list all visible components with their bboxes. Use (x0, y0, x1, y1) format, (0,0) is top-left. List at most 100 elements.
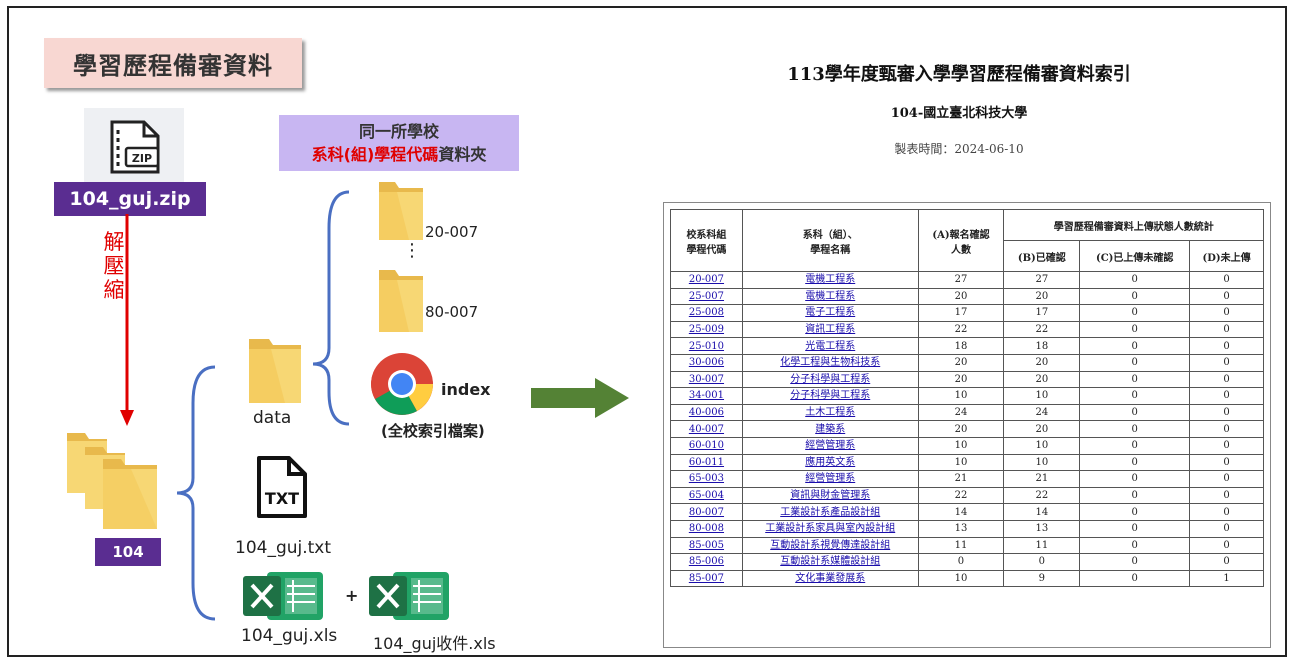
cell-name[interactable]: 資訊工程系 (741, 320, 919, 339)
cell-name[interactable]: 分子科學與工程系 (741, 387, 919, 405)
cell-code-link[interactable]: 80-008 (688, 523, 725, 535)
cell-code[interactable]: 34-001 (670, 387, 743, 405)
cell-code-link[interactable]: 65-003 (688, 473, 725, 485)
cell-name[interactable]: 應用英文系 (741, 453, 919, 472)
cell-code-link[interactable]: 20-007 (688, 274, 725, 286)
cell-name[interactable]: 光電工程系 (741, 337, 919, 355)
cell-name-link[interactable]: 電子工程系 (805, 307, 856, 319)
cell-code[interactable]: 25-009 (670, 320, 743, 339)
cell-name-link[interactable]: 應用英文系 (805, 456, 856, 468)
cell-code-link[interactable]: 25-008 (688, 307, 725, 319)
cell-code-link[interactable]: 25-010 (688, 340, 725, 352)
cell-name-link[interactable]: 土木工程系 (805, 407, 856, 419)
cell-name-link[interactable]: 分子科學與工程系 (790, 390, 871, 402)
cell-c: 0 (1079, 353, 1191, 372)
cell-code-link[interactable]: 85-005 (688, 539, 725, 551)
cell-code-link[interactable]: 60-010 (688, 440, 725, 452)
folder-20-007-icon (379, 182, 423, 240)
cell-code[interactable]: 40-007 (670, 420, 743, 438)
cell-code[interactable]: 60-010 (670, 436, 743, 455)
cell-b: 18 (1003, 337, 1081, 355)
cell-name-link[interactable]: 化學工程與生物科技系 (780, 357, 881, 369)
header-a: (A)報名確認 人數 (917, 209, 1005, 272)
cell-code-link[interactable]: 80-007 (688, 506, 725, 518)
cell-name[interactable]: 土木工程系 (741, 403, 919, 422)
cell-code[interactable]: 65-003 (670, 470, 743, 488)
cell-code[interactable]: 40-006 (670, 403, 743, 422)
cell-code-link[interactable]: 65-004 (688, 490, 725, 502)
cell-code[interactable]: 30-006 (670, 353, 743, 372)
cell-name-link[interactable]: 文化事業發展系 (795, 572, 866, 584)
brace-main (176, 365, 216, 621)
cell-a: 10 (917, 453, 1005, 472)
cell-d: 0 (1189, 470, 1264, 488)
green-arrow-icon (531, 378, 629, 418)
cell-a: 24 (917, 403, 1005, 422)
cell-name[interactable]: 化學工程與生物科技系 (741, 353, 919, 372)
cell-name[interactable]: 建築系 (741, 420, 919, 438)
cell-code[interactable]: 20-007 (670, 271, 743, 289)
cell-name[interactable]: 工業設計系家具與室內設計組 (741, 519, 919, 538)
cell-name-link[interactable]: 資訊與財金管理系 (790, 490, 871, 502)
cell-code[interactable]: 60-011 (670, 453, 743, 472)
cell-name[interactable]: 互動設計系媒體設計組 (741, 553, 919, 571)
cell-code-link[interactable]: 25-007 (688, 290, 725, 302)
cell-name[interactable]: 經營管理系 (741, 470, 919, 488)
cell-name[interactable]: 文化事業發展系 (741, 569, 919, 588)
cell-name[interactable]: 分子科學與工程系 (741, 370, 919, 389)
cell-code[interactable]: 30-007 (670, 370, 743, 389)
cell-c: 0 (1079, 503, 1191, 521)
cell-code-link[interactable]: 40-007 (688, 423, 725, 435)
cell-code[interactable]: 25-008 (670, 304, 743, 322)
cell-name-link[interactable]: 資訊工程系 (805, 324, 856, 336)
cell-code-link[interactable]: 34-001 (688, 390, 725, 402)
cell-name-link[interactable]: 工業設計系家具與室內設計組 (765, 523, 896, 535)
unzip-label: 解 壓 縮 (99, 230, 129, 302)
xls-receipt-label: 104_guj收件.xls (373, 634, 496, 653)
cell-b: 20 (1003, 420, 1081, 438)
cell-name-link[interactable]: 光電工程系 (805, 340, 856, 352)
cell-name[interactable]: 互動設計系視覺傳達設計組 (741, 536, 919, 555)
cell-name-link[interactable]: 互動設計系媒體設計組 (780, 556, 881, 568)
cell-name-link[interactable]: 工業設計系產品設計組 (780, 506, 881, 518)
cell-name[interactable]: 電子工程系 (741, 304, 919, 322)
cell-code[interactable]: 80-008 (670, 519, 743, 538)
cell-d: 0 (1189, 453, 1264, 472)
cell-name-link[interactable]: 建築系 (815, 423, 846, 435)
cell-code-link[interactable]: 30-006 (688, 357, 725, 369)
header-d: (D)未上傳 (1189, 240, 1264, 272)
cell-code-link[interactable]: 25-009 (688, 324, 725, 336)
cell-code[interactable]: 85-006 (670, 553, 743, 571)
cell-name-link[interactable]: 分子科學與工程系 (790, 373, 871, 385)
cell-code[interactable]: 25-007 (670, 287, 743, 306)
cell-b: 9 (1003, 569, 1081, 588)
cell-code[interactable]: 85-005 (670, 536, 743, 555)
cell-b: 10 (1003, 436, 1081, 455)
cell-name-link[interactable]: 電機工程系 (805, 274, 856, 286)
dept-code-text: 系科(組)學程代碼 (311, 145, 439, 164)
cell-name[interactable]: 工業設計系產品設計組 (741, 503, 919, 521)
cell-code[interactable]: 25-010 (670, 337, 743, 355)
cell-name[interactable]: 電機工程系 (741, 271, 919, 289)
cell-name[interactable]: 電機工程系 (741, 287, 919, 306)
cell-c: 0 (1079, 403, 1191, 422)
cell-name-link[interactable]: 電機工程系 (805, 290, 856, 302)
txt-file-label: 104_guj.txt (235, 538, 332, 558)
cell-name[interactable]: 資訊與財金管理系 (741, 486, 919, 505)
cell-name-link[interactable]: 經營管理系 (805, 473, 856, 485)
cell-name[interactable]: 經營管理系 (741, 436, 919, 455)
cell-code-link[interactable]: 40-006 (688, 407, 725, 419)
cell-name-link[interactable]: 互動設計系視覺傳達設計組 (770, 539, 891, 551)
cell-code[interactable]: 85-007 (670, 569, 743, 588)
cell-code-link[interactable]: 30-007 (688, 373, 725, 385)
cell-code-link[interactable]: 60-011 (688, 456, 725, 468)
cell-b: 20 (1003, 353, 1081, 372)
cell-code-link[interactable]: 85-007 (688, 572, 725, 584)
cell-code[interactable]: 65-004 (670, 486, 743, 505)
cell-name-link[interactable]: 經營管理系 (805, 440, 856, 452)
cell-code[interactable]: 80-007 (670, 503, 743, 521)
cell-code-link[interactable]: 85-006 (688, 556, 725, 568)
